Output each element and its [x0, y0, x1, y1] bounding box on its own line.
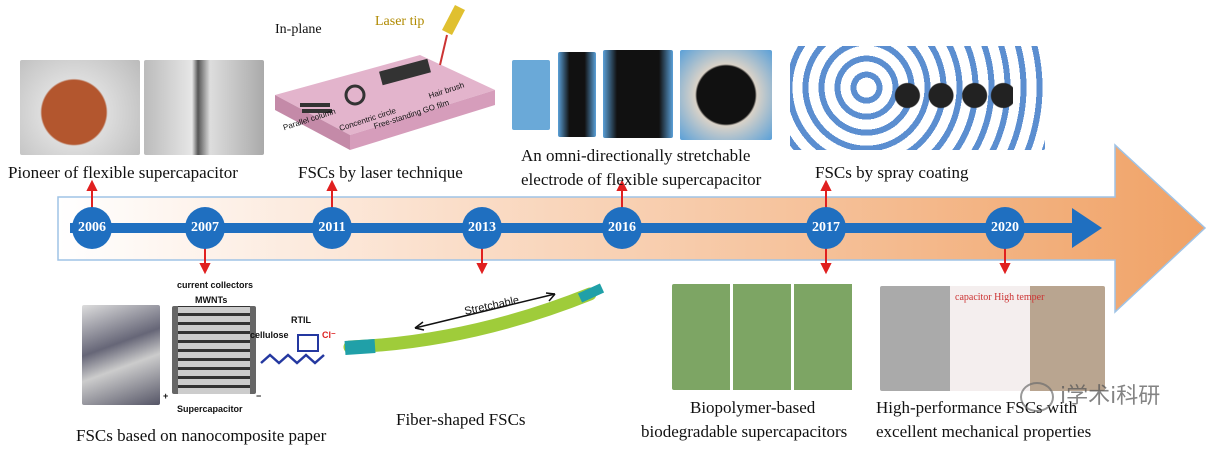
year-2017: 2017: [806, 207, 846, 249]
spray-electrodes: [893, 78, 1013, 113]
high-temper-text: capacitor High temper: [955, 292, 1045, 303]
minus-label: −: [256, 391, 262, 401]
stretch-photo-4: [680, 50, 772, 140]
label-2007: FSCs based on nanocomposite paper: [76, 426, 327, 445]
label-2011: FSCs by laser technique: [298, 163, 463, 182]
laser-tip-label: Laser tip: [375, 14, 425, 29]
mwnts-label: MWNTs: [195, 295, 228, 305]
rtil-molecule: [260, 334, 325, 365]
stretch-photo-1: [512, 60, 550, 130]
year-2020: 2020: [985, 207, 1025, 249]
biopolymer-photos: [672, 284, 854, 390]
year-2016: 2016: [602, 207, 642, 249]
label-2013: Fiber-shaped FSCs: [396, 410, 526, 429]
stretch-photo-3: [603, 50, 673, 138]
timeline-line: [70, 223, 1080, 233]
cellulose-label: cellulose: [250, 330, 289, 340]
label-2020-line2: excellent mechanical properties: [876, 422, 1092, 441]
label-2017-top: FSCs by spray coating: [815, 163, 969, 182]
pointers: [86, 179, 1011, 275]
paper-photo: [82, 305, 160, 405]
timeline-arrowhead: [1072, 208, 1102, 248]
year-2007: 2007: [185, 207, 225, 249]
watermark: i学术i科研: [1060, 384, 1161, 409]
device-photo: [144, 60, 264, 155]
year-2011: 2011: [312, 207, 352, 249]
supercapacitor-label: Supercapacitor: [177, 404, 243, 414]
wechat-icon: [1020, 382, 1054, 412]
label-2017-bottom-line2: biodegradable supercapacitors: [641, 422, 848, 441]
stretch-photo-2: [558, 52, 596, 137]
supercapacitor-schematic: [172, 306, 256, 394]
label-2016-line2: electrode of flexible supercapacitor: [521, 170, 762, 189]
year-2013: 2013: [462, 207, 502, 249]
high-performance-photos: [880, 286, 1105, 391]
penny-photo: [20, 60, 140, 155]
fiber-illustration: [343, 283, 605, 355]
rtil-label: RTIL: [291, 315, 311, 325]
laser-slab-illustration: [275, 5, 495, 150]
cl-label: Cl⁻: [322, 330, 336, 340]
label-2006: Pioneer of flexible supercapacitor: [8, 163, 238, 182]
current-collectors-label: current collectors: [177, 280, 254, 290]
in-plane-label: In-plane: [275, 22, 322, 37]
label-2016-line1: An omni-directionally stretchable: [521, 146, 751, 165]
label-2017-bottom-line1: Biopolymer-based: [690, 398, 816, 417]
year-2006: 2006: [72, 207, 112, 249]
plus-label: +: [163, 391, 169, 401]
